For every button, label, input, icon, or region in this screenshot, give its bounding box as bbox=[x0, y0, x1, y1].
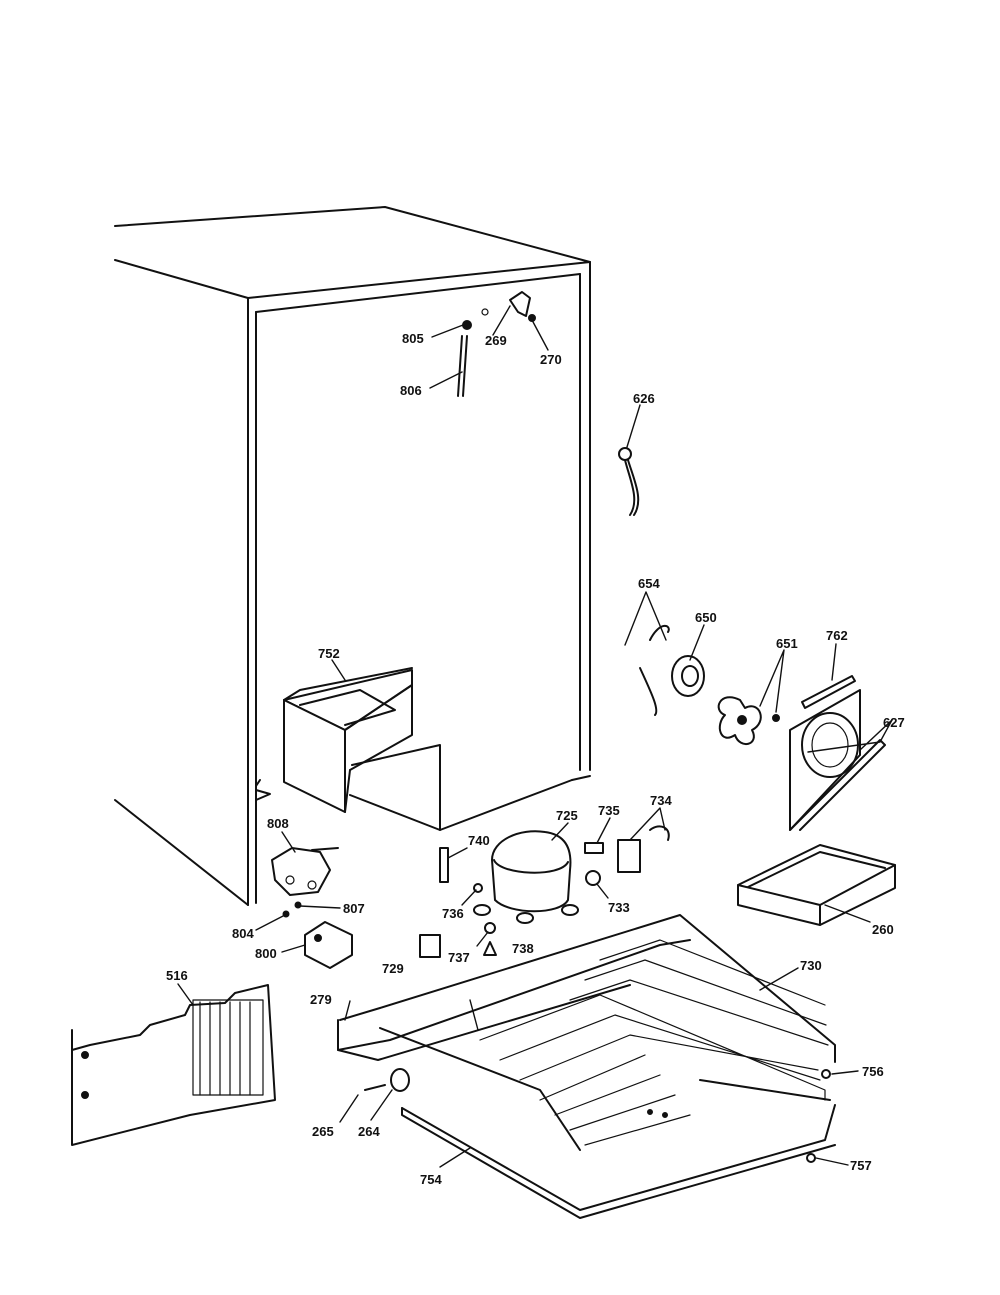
part-label-736: 736 bbox=[442, 906, 464, 921]
bracket-740 bbox=[439, 847, 449, 883]
part-label-740: 740 bbox=[468, 833, 490, 848]
part-label-279: 279 bbox=[310, 992, 332, 1007]
refrigerator-cabinet bbox=[114, 206, 591, 906]
part-label-807: 807 bbox=[343, 901, 365, 916]
part-label-626: 626 bbox=[633, 391, 655, 406]
grommet-737 bbox=[484, 922, 496, 934]
relay-735 bbox=[584, 842, 604, 854]
part-label-805: 805 bbox=[402, 331, 424, 346]
screw-757 bbox=[806, 1153, 816, 1163]
part-label-729: 729 bbox=[382, 961, 404, 976]
part-label-730: 730 bbox=[800, 958, 822, 973]
compressor-725 bbox=[473, 830, 579, 924]
screw-756 bbox=[821, 1069, 831, 1079]
roller-264 bbox=[390, 1068, 410, 1092]
part-label-752: 752 bbox=[318, 646, 340, 661]
condenser-730 bbox=[339, 914, 836, 1146]
part-labels: 805 269 270 806 626 654 650 651 762 627 … bbox=[166, 331, 905, 1187]
base-plate-754 bbox=[401, 1079, 836, 1219]
part-label-733: 733 bbox=[608, 900, 630, 915]
part-label-270: 270 bbox=[540, 352, 562, 367]
part-label-738: 738 bbox=[512, 941, 534, 956]
water-valve-808 bbox=[271, 847, 339, 918]
strip-762 bbox=[801, 675, 856, 709]
part-label-516: 516 bbox=[166, 968, 188, 983]
part-label-808: 808 bbox=[267, 816, 289, 831]
grommet-736 bbox=[473, 883, 483, 893]
overload-734 bbox=[617, 825, 670, 873]
cord-626 bbox=[618, 447, 640, 516]
part-label-806: 806 bbox=[400, 383, 422, 398]
part-label-757: 757 bbox=[850, 1158, 872, 1173]
part-label-800: 800 bbox=[255, 946, 277, 961]
fan-blade-651 bbox=[717, 696, 780, 745]
part-label-269: 269 bbox=[485, 333, 507, 348]
capacitor-729 bbox=[419, 934, 441, 958]
fan-shroud-627 bbox=[789, 689, 886, 831]
screw-738 bbox=[483, 941, 497, 956]
part-label-735: 735 bbox=[598, 803, 620, 818]
part-label-650: 650 bbox=[695, 610, 717, 625]
part-label-725: 725 bbox=[556, 808, 578, 823]
motor-650 bbox=[671, 655, 705, 697]
leader-lines bbox=[177, 305, 893, 1168]
terminal-board-800 bbox=[304, 921, 353, 969]
duct-bracket-752 bbox=[283, 667, 441, 831]
part-label-654: 654 bbox=[638, 576, 660, 591]
part-label-754: 754 bbox=[420, 1172, 442, 1187]
screw-265 bbox=[364, 1084, 386, 1091]
part-label-756: 756 bbox=[862, 1064, 884, 1079]
part-label-734: 734 bbox=[650, 793, 672, 808]
base-pan-279 bbox=[337, 939, 691, 1151]
part-label-762: 762 bbox=[826, 628, 848, 643]
part-label-737: 737 bbox=[448, 950, 470, 965]
drain-pan-260 bbox=[737, 844, 896, 926]
part-label-804: 804 bbox=[232, 926, 254, 941]
part-label-260: 260 bbox=[872, 922, 894, 937]
cap-733 bbox=[585, 870, 601, 886]
part-label-265: 265 bbox=[312, 1124, 334, 1139]
grille-516 bbox=[71, 984, 276, 1146]
part-label-627: 627 bbox=[883, 715, 905, 730]
clips-654 bbox=[639, 624, 670, 716]
part-label-264: 264 bbox=[358, 1124, 380, 1139]
part-label-651: 651 bbox=[776, 636, 798, 651]
